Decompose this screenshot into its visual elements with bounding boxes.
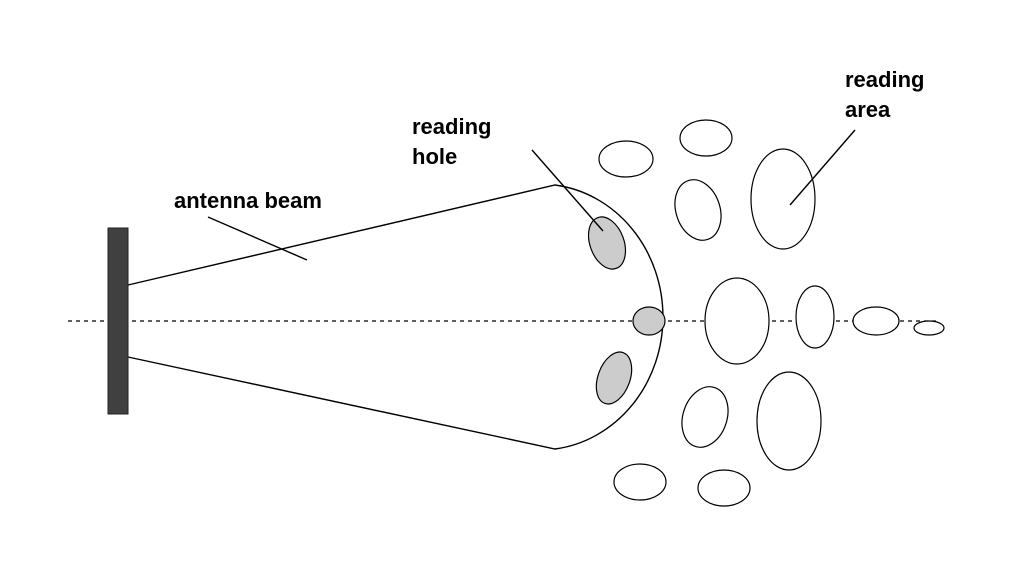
reading-hole-upper [587, 216, 627, 270]
reading-area-label-line1: reading [845, 67, 924, 92]
reading-area-ellipse-large [750, 148, 816, 250]
reading-hole-center [632, 306, 666, 336]
reading-hole-label-line1: reading [412, 114, 491, 139]
antenna-beam-leader-line [207, 216, 308, 261]
reading-hole-label-line2: hole [412, 144, 457, 169]
antenna-plate [107, 227, 129, 415]
reading-area-label-line2: area [845, 97, 891, 122]
reading-hole-lower [595, 351, 633, 405]
reading-area-ellipse [795, 285, 835, 349]
reading-hole-leader-line [531, 149, 604, 232]
reading-area-ellipse [756, 371, 822, 471]
reading-area-ellipse [852, 306, 900, 336]
reading-area-ellipse [913, 320, 945, 336]
reading-area-ellipse [681, 386, 729, 448]
reading-area-ellipse [613, 463, 667, 501]
reading-area-ellipse [697, 469, 751, 507]
reading-area-ellipse [598, 140, 654, 178]
reading-area-ellipse [704, 277, 770, 365]
antenna-beam-label: antenna beam [174, 188, 322, 213]
antenna-beam-outline [127, 184, 664, 450]
reading-area-leader-line [789, 129, 856, 206]
reading-area-ellipse [679, 119, 733, 157]
reading-area-ellipse [674, 179, 722, 241]
